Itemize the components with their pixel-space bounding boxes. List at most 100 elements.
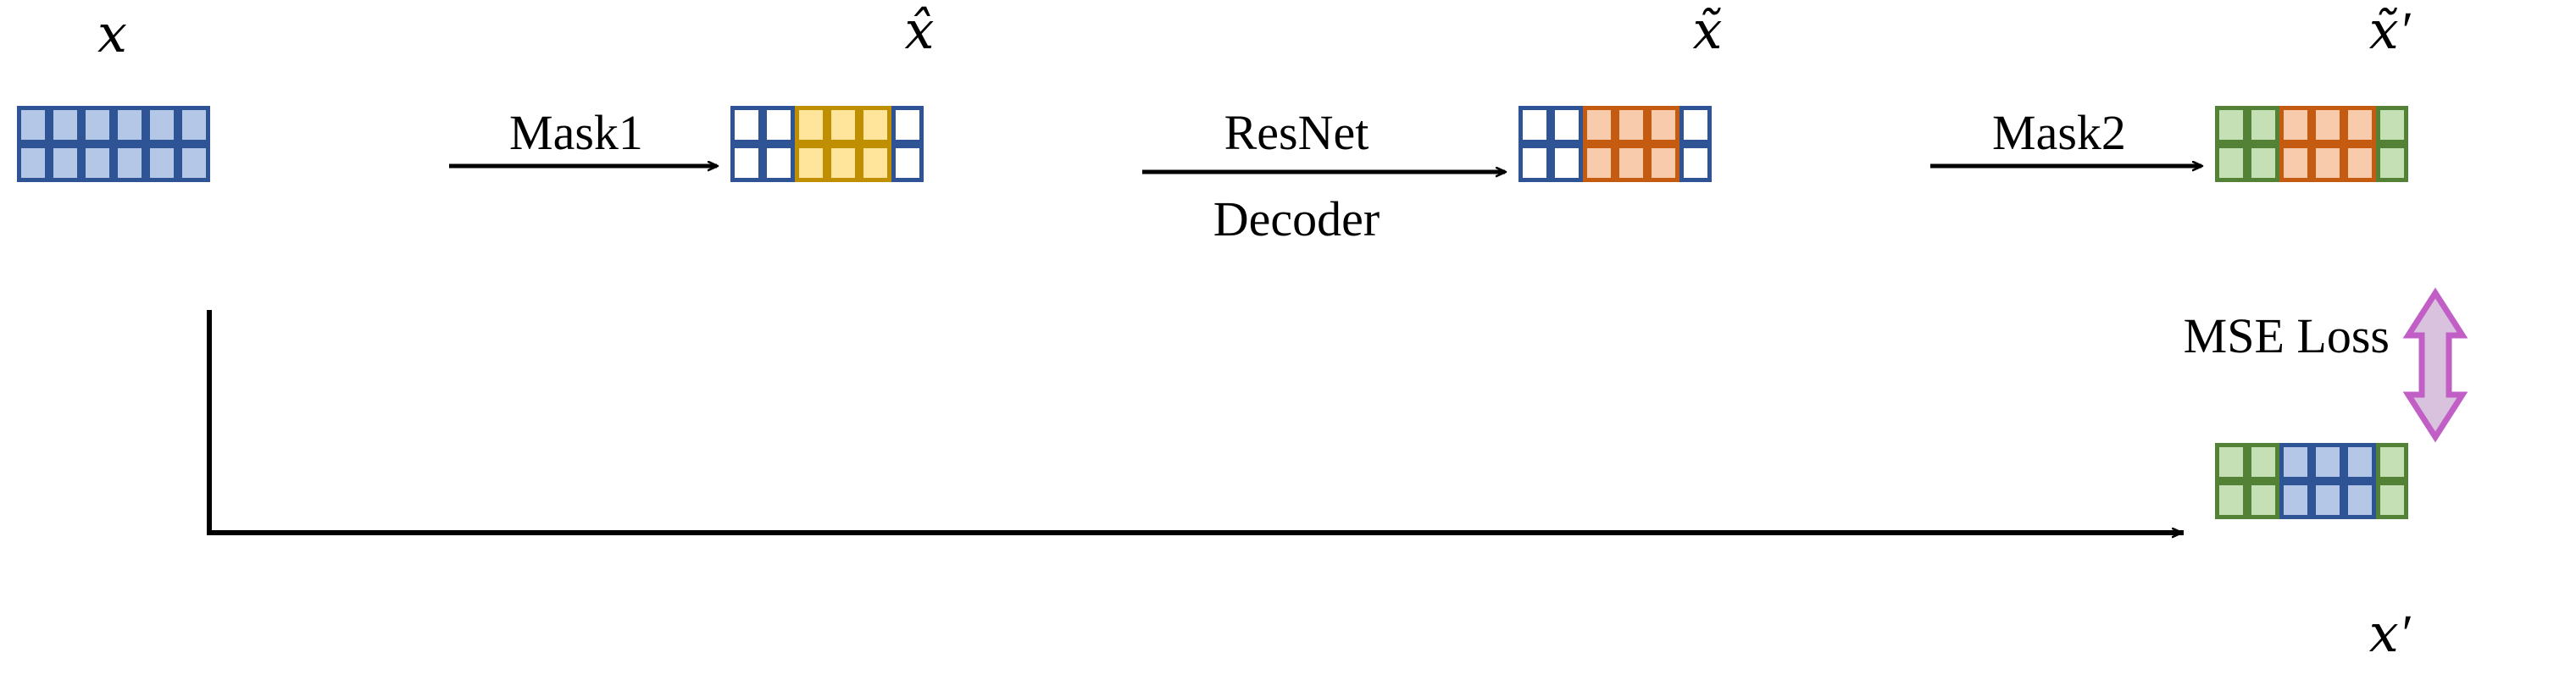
arrow-skip	[207, 310, 2184, 533]
grid-cell	[2312, 144, 2344, 182]
grid-column	[2344, 443, 2376, 519]
grid-cell	[49, 144, 81, 182]
grid-cell	[1615, 144, 1647, 182]
grid-cell	[2279, 443, 2312, 481]
grid-cell	[1647, 106, 1679, 144]
grid-cell	[730, 144, 763, 182]
grid-column	[1583, 106, 1615, 182]
grid-x-prime	[2215, 443, 2408, 519]
grid-cell	[2376, 481, 2408, 519]
grid-cell	[1518, 106, 1551, 144]
grid-column	[2376, 106, 2408, 182]
grid-cell	[49, 106, 81, 144]
grid-cell	[2344, 106, 2376, 144]
grid-cell	[2247, 443, 2279, 481]
label-x: 𝑥	[97, 6, 127, 64]
grid-cell	[2215, 144, 2247, 182]
arrow-label-mask2: Mask2	[1992, 105, 2126, 160]
grid-cell	[2344, 443, 2376, 481]
grid-cell	[17, 106, 49, 144]
grid-cell	[2247, 144, 2279, 182]
grid-column	[2312, 443, 2344, 519]
grid-cell	[146, 144, 178, 182]
grid-cell	[2279, 106, 2312, 144]
grid-cell	[1583, 144, 1615, 182]
label-x-tilde-prime: 𝑥̃′	[2368, 3, 2411, 60]
grid-cell	[2215, 106, 2247, 144]
grid-x-tilde-prime	[2215, 106, 2408, 182]
grid-cell	[2344, 481, 2376, 519]
grid-column	[2215, 443, 2247, 519]
grid-column	[2247, 443, 2279, 519]
arrow-label-resnet: ResNet	[1224, 105, 1369, 160]
grid-cell	[2312, 481, 2344, 519]
grid-cell	[1679, 106, 1712, 144]
grid-column	[1679, 106, 1712, 182]
grid-cell	[1615, 106, 1647, 144]
grid-column	[2215, 106, 2247, 182]
grid-cell	[114, 106, 146, 144]
grid-column	[1615, 106, 1647, 182]
grid-cell	[2247, 481, 2279, 519]
grid-column	[81, 106, 114, 182]
grid-column	[2279, 443, 2312, 519]
grid-x	[17, 106, 210, 182]
grid-column	[795, 106, 827, 182]
grid-column	[2344, 106, 2376, 182]
grid-cell	[1583, 106, 1615, 144]
grid-cell	[763, 106, 795, 144]
grid-cell	[1679, 144, 1712, 182]
grid-cell	[114, 144, 146, 182]
grid-column	[178, 106, 210, 182]
grid-cell	[795, 144, 827, 182]
grid-cell	[178, 144, 210, 182]
grid-column	[2376, 443, 2408, 519]
grid-cell	[81, 144, 114, 182]
grid-cell	[2376, 144, 2408, 182]
grid-cell	[178, 106, 210, 144]
grid-cell	[1551, 144, 1583, 182]
grid-cell	[795, 106, 827, 144]
grid-cell	[1647, 144, 1679, 182]
grid-cell	[17, 144, 49, 182]
grid-column	[859, 106, 891, 182]
grid-cell	[859, 106, 891, 144]
grid-column	[114, 106, 146, 182]
arrow-label-mse-loss: MSE Loss	[2183, 308, 2390, 363]
grid-cell	[827, 106, 859, 144]
grid-cell	[891, 106, 924, 144]
grid-column	[17, 106, 49, 182]
label-x-hat: 𝑥̂	[904, 3, 935, 60]
grid-cell	[730, 106, 763, 144]
grid-column	[2279, 106, 2312, 182]
label-x-tilde: 𝑥̃	[1692, 3, 1723, 60]
grid-column	[891, 106, 924, 182]
grid-cell	[2312, 106, 2344, 144]
grid-column	[2312, 106, 2344, 182]
grid-cell	[146, 106, 178, 144]
arrow-label-decoder: Decoder	[1213, 191, 1380, 246]
grid-cell	[2215, 481, 2247, 519]
grid-cell	[2279, 144, 2312, 182]
grid-column	[827, 106, 859, 182]
grid-column	[2247, 106, 2279, 182]
grid-x-hat	[730, 106, 924, 182]
grid-cell	[763, 144, 795, 182]
grid-cell	[81, 106, 114, 144]
grid-cell	[1518, 144, 1551, 182]
grid-cell	[2344, 144, 2376, 182]
grid-x-tilde	[1518, 106, 1712, 182]
grid-column	[146, 106, 178, 182]
grid-cell	[827, 144, 859, 182]
grid-column	[1647, 106, 1679, 182]
grid-column	[49, 106, 81, 182]
grid-cell	[2247, 106, 2279, 144]
label-x-prime: 𝑥′	[2368, 606, 2411, 663]
grid-cell	[891, 144, 924, 182]
grid-cell	[2279, 481, 2312, 519]
arrow-label-mask1: Mask1	[509, 105, 643, 160]
grid-cell	[2376, 443, 2408, 481]
arrow-mse-loss	[2402, 287, 2468, 443]
grid-cell	[1551, 106, 1583, 144]
